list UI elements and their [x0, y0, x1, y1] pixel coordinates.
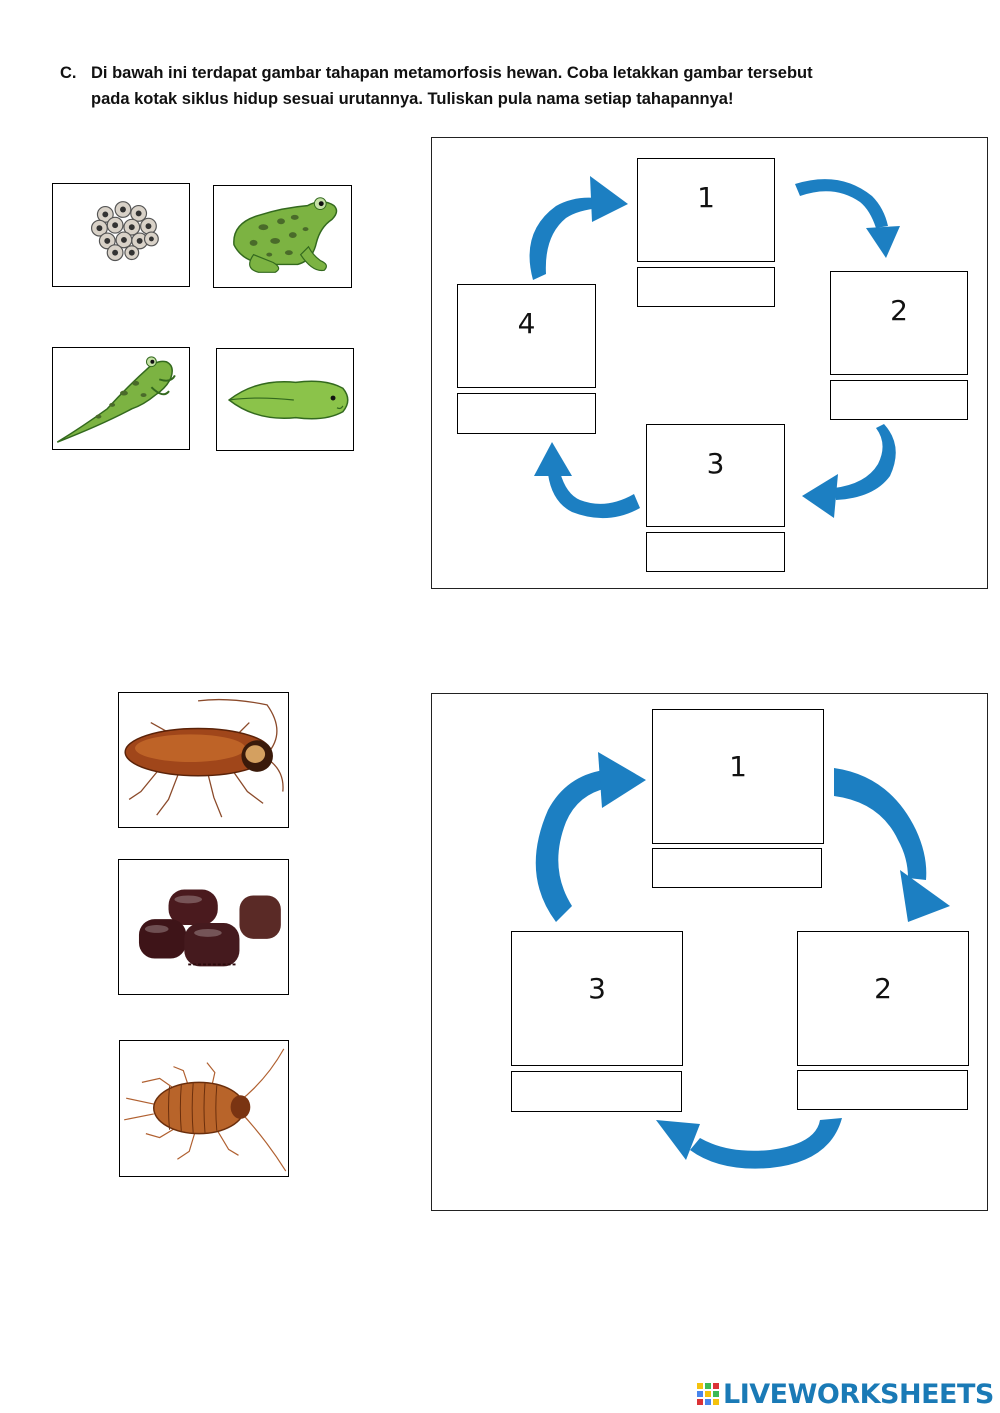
cockroach-stage-1-label[interactable] [652, 848, 822, 888]
frog-eggs-image [90, 201, 159, 262]
frog-stage-1-box[interactable]: 1 [637, 158, 775, 262]
cockroach-stage-3-box[interactable]: 3 [511, 931, 683, 1066]
instruction-line-2: pada kotak siklus hidup sesuai urutannya… [91, 90, 734, 108]
adult-cockroach-image [124, 698, 284, 818]
liveworksheets-logo: LIVEWORKSHEETS [697, 1378, 994, 1410]
frog-stage-3-box[interactable]: 3 [646, 424, 785, 527]
adult-cockroach-card[interactable] [118, 692, 289, 828]
adult-frog-card[interactable] [213, 185, 352, 288]
frog-stage-4-number: 4 [517, 307, 536, 340]
liveworksheets-logo-text: LIVEWORKSHEETS [723, 1378, 994, 1410]
frog-stage-3-label[interactable] [646, 532, 785, 572]
froglet-card[interactable] [52, 347, 190, 450]
frog-stage-3-number: 3 [706, 447, 725, 480]
frog-stage-4-label[interactable] [457, 393, 596, 434]
cockroach-stage-2-box[interactable]: 2 [797, 931, 969, 1066]
frog-stage-2-number: 2 [890, 294, 908, 327]
cockroach-stage-1-number: 1 [729, 750, 747, 783]
cockroach-stage-2-number: 2 [874, 972, 892, 1005]
adult-frog-image [233, 197, 338, 273]
cockroach-nymph-image [124, 1048, 287, 1172]
cockroach-stage-2-label[interactable] [797, 1070, 968, 1110]
frog-stage-1-number: 1 [697, 181, 715, 214]
liveworksheets-logo-icon [697, 1383, 719, 1405]
cockroach-stage-3-label[interactable] [511, 1071, 682, 1112]
frog-stage-4-box[interactable]: 4 [457, 284, 596, 388]
tadpole-image [227, 380, 349, 420]
froglet-image [56, 356, 176, 443]
frog-stage-2-box[interactable]: 2 [830, 271, 968, 375]
instruction-line-1: Di bawah ini terdapat gambar tahapan met… [91, 64, 813, 82]
cockroach-stage-3-number: 3 [588, 972, 606, 1005]
tadpole-card[interactable] [216, 348, 354, 451]
frog-stage-2-label[interactable] [830, 380, 968, 420]
instruction-letter: C. [60, 64, 77, 82]
cockroach-nymph-card[interactable] [119, 1040, 289, 1177]
cockroach-stage-1-box[interactable]: 1 [652, 709, 824, 844]
frog-stage-1-label[interactable] [637, 267, 775, 307]
cockroach-egg-cases-image [138, 889, 281, 967]
frog-eggs-card[interactable] [52, 183, 190, 287]
cockroach-egg-cases-card[interactable] [118, 859, 289, 995]
